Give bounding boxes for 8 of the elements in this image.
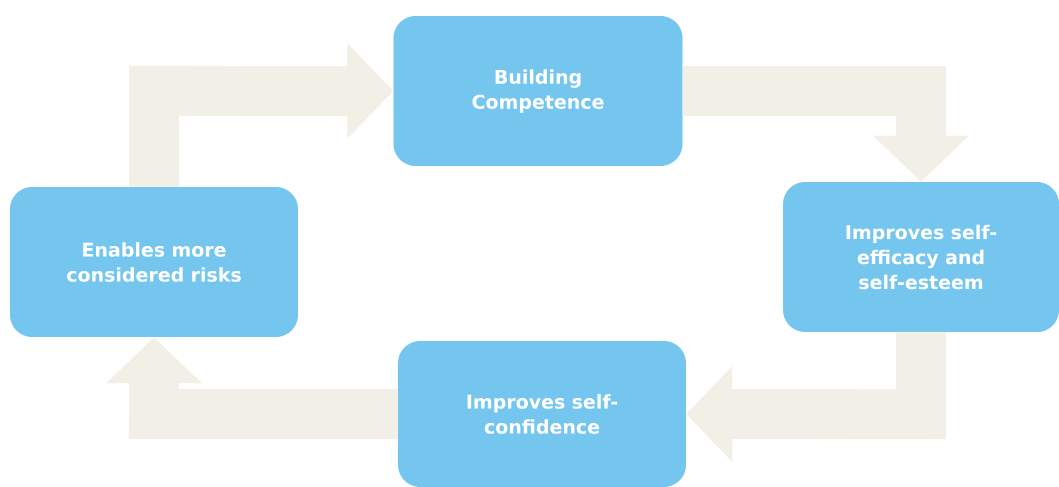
process-box: Building Competence <box>393 16 683 166</box>
process-box: Enables more considered risks <box>10 187 298 337</box>
block-arrow <box>106 337 398 439</box>
process-box: Improves self-efficacy and self-esteem <box>783 182 1059 332</box>
block-arrow <box>686 332 946 462</box>
block-arrow <box>682 66 969 182</box>
block-arrow <box>129 43 394 187</box>
process-box: Improves self-confidence <box>398 341 686 487</box>
